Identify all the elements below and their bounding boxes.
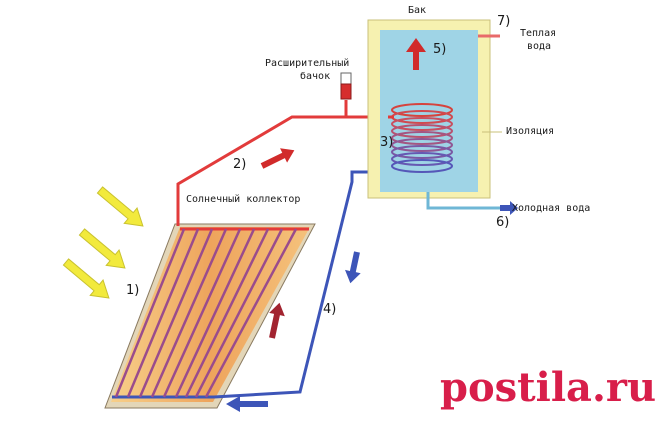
cold-water-pipe (426, 192, 500, 210)
sun-arrow-icon (78, 228, 126, 269)
sun-arrow-icon (62, 258, 110, 299)
expansion-tank-label-line1: Расширительный (265, 58, 350, 69)
cold-pipe (213, 170, 392, 399)
arrow-up-hot-tank-icon (406, 38, 426, 70)
number-label: 5) (433, 42, 447, 57)
solar-collector-label: Солнечный коллектор (186, 194, 301, 205)
arrow-right-cold-water-icon (500, 201, 518, 215)
number-label: 3) (380, 135, 394, 150)
arrow-hot-flow-icon (260, 148, 295, 169)
watermark: postila.ru (440, 364, 657, 411)
number-label: 4) (323, 302, 337, 317)
arrow-down-cold-icon (345, 251, 361, 284)
sun-arrow-icon (96, 186, 144, 227)
arrow-up-collector-icon (269, 302, 285, 339)
tank-label: Бак (408, 5, 427, 16)
cold-water-label: Холодная вода (512, 203, 591, 214)
number-label: 7) (497, 14, 511, 29)
solar-collector (104, 223, 316, 409)
warm-water-label-line2: вода (527, 41, 552, 52)
arrow-left-cold-icon (226, 396, 268, 412)
hot-pipe (176, 115, 388, 226)
number-label: 2) (233, 157, 247, 172)
sun-rays (62, 186, 144, 299)
warm-water-label-line1: Теплая (520, 28, 557, 39)
expansion-tank-icon (340, 72, 352, 100)
expansion-tank-label-line2: бачок (300, 71, 331, 82)
number-label: 6) (496, 215, 510, 230)
insulation-label: Изоляция (506, 126, 555, 137)
number-label: 1) (126, 283, 140, 298)
